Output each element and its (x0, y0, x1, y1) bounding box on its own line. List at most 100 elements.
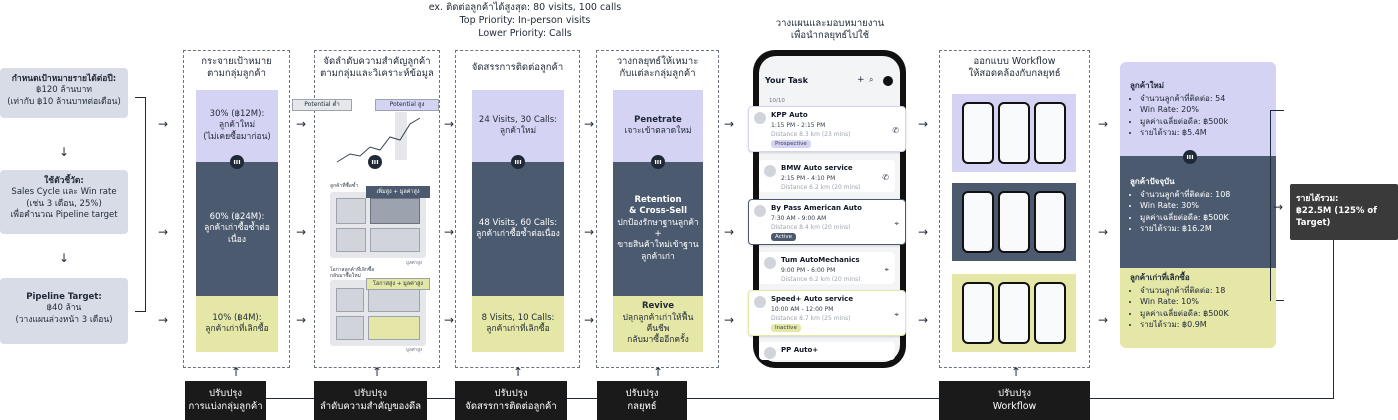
workflow-new-customers (952, 94, 1076, 172)
right-arrow-icon: → (1098, 117, 1109, 131)
card-cell (370, 198, 420, 224)
card-cell (336, 288, 364, 312)
right-arrow-icon: → (444, 313, 455, 327)
connector-line (145, 97, 146, 312)
avatar[interactable] (883, 76, 893, 86)
trend-line (336, 117, 421, 163)
add-icon[interactable]: + (857, 75, 865, 85)
column-workflow (939, 50, 1090, 368)
column-title: จัดสรรการติดต่อลูกค้า (471, 62, 564, 73)
task-card[interactable]: KPP Auto 1:15 PM - 2:15 PM Distance 8.3 … (748, 106, 906, 152)
app-title: Your Task (765, 76, 808, 85)
workflow-screen (962, 102, 994, 164)
task-card[interactable]: Speed+ Auto service 10:00 AM - 12:00 PM … (748, 290, 906, 336)
phone-call-icon[interactable]: ✆ (882, 173, 889, 182)
improve-segmentation-button[interactable]: ปรับปรุง การแบ่งกลุ่มลูกค้า (185, 381, 266, 420)
right-arrow-icon: → (1273, 200, 1284, 214)
phone-call-icon[interactable]: ✆ (892, 126, 899, 135)
up-arrow-icon: ↑ (653, 365, 664, 379)
workflow-screen (998, 191, 1030, 253)
up-arrow-icon: ↑ (372, 365, 383, 379)
improve-contact-allocation-button[interactable]: ปรับปรุง จัดสรรการติดต่อลูกค้า (455, 381, 567, 420)
task-card[interactable]: By Pass American Auto 7:30 AM - 9:00 AM … (748, 199, 906, 245)
task-card[interactable]: PP Auto+ (759, 342, 895, 360)
right-arrow-icon: → (918, 313, 929, 327)
right-arrow-icon: → (584, 117, 595, 131)
card-cell (336, 198, 366, 224)
segment-new-customers: 24 Visits, 30 Calls: ลูกค้าใหม่ (472, 90, 564, 162)
feedback-loop-line (427, 398, 455, 399)
right-arrow-icon: → (158, 117, 169, 131)
right-arrow-icon: → (296, 313, 307, 327)
result-new-customers: ลูกค้าใหม่ จำนวนลูกค้าที่ติดต่อ: 54 Win … (1120, 62, 1276, 156)
right-arrow-icon: → (724, 225, 735, 239)
input-box-pipeline-target: Pipeline Target: ฿40 ล้าน (วางแผนล่วงหน้… (0, 278, 128, 344)
column-target-distribution (183, 50, 290, 368)
brand-logo-icon: ııı (511, 155, 525, 169)
tag-increase-high-value: เพิ่มสูง + มูลค่าสูง (366, 186, 430, 198)
location-pin-icon[interactable]: ⌖ (894, 219, 899, 228)
segment-lapsed-customers: 8 Visits, 10 Calls: ลูกค้าเก่าที่เลิกซื้… (472, 296, 564, 352)
column-title: ออกแบบ Workflow ให้สอดคล้องกับกลยุทธ์ (968, 56, 1061, 80)
workflow-screen (1034, 282, 1066, 344)
right-arrow-icon: → (1098, 225, 1109, 239)
brand-logo-icon: ııı (651, 155, 665, 169)
segment-penetrate: Penetrate เจาะเข้าตลาดใหม่ (613, 90, 703, 162)
right-arrow-icon: → (296, 117, 307, 131)
right-arrow-icon: → (444, 225, 455, 239)
top-note: ex. ติดต่อลูกค้าได้สูงสุด: 80 visits, 10… (405, 2, 645, 40)
repeat-customer-card: ลูกค้าที่ซื้อซ้ำ เพิ่มสูง + มูลค่าสูง มู… (326, 182, 430, 266)
task-icon (764, 257, 776, 269)
card-cell (370, 228, 420, 252)
column-title: กระจายเป้าหมาย ตามกลุ่มลูกค้า (201, 56, 272, 80)
status-badge: Prospective (771, 139, 811, 148)
status-badge: Inactive (771, 323, 801, 332)
improve-workflow-button[interactable]: ปรับปรุง Workflow (939, 381, 1090, 420)
right-arrow-icon: → (918, 117, 929, 131)
up-arrow-icon: ↑ (1011, 365, 1022, 379)
card-cell (336, 228, 366, 252)
feedback-loop-line (567, 398, 597, 399)
location-pin-icon[interactable]: ⌖ (894, 310, 899, 319)
card-cell (368, 288, 420, 312)
result-lapsed-customers: ลูกค้าเก่าที่เลิกซื้อ จำนวนลูกค้าที่ติดต… (1120, 268, 1276, 348)
improve-deal-priority-button[interactable]: ปรับปรุง ลำดับความสำคัญของดีล (314, 381, 427, 420)
card-cell (336, 316, 364, 340)
segment-repeat-customers: 48 Visits, 60 Calls: ลูกค้าเก่าซื้อซ้ำต่… (472, 162, 564, 296)
right-arrow-icon: → (158, 313, 169, 327)
right-arrow-icon: → (444, 117, 455, 131)
feedback-loop-line (1090, 398, 1333, 399)
potential-high-tag: Potential สูง (375, 99, 439, 111)
feedback-loop-line (266, 398, 314, 399)
connector-line (135, 97, 145, 98)
input-box-annual-target: กำหนดเป้าหมายรายได้ต่อปี: ฿120 ล้านบาท (… (0, 68, 128, 118)
segment-retention-cross-sell: Retention & Cross-Sell ปกป้องรักษาฐานลูก… (613, 162, 703, 296)
connector-line (1270, 110, 1271, 301)
search-icon[interactable]: ⌕ (869, 75, 874, 84)
status-badge: Active (771, 232, 797, 241)
result-current-customers: ลูกค้าปัจจุบัน จำนวนลูกค้าที่ติดต่อ: 108… (1120, 156, 1276, 268)
right-arrow-icon: → (158, 225, 169, 239)
column-strategy (596, 50, 719, 368)
brand-logo-icon: ııı (230, 155, 244, 169)
total-revenue-box: รายได้รวม: ฿22.5M (125% of Target) (1290, 184, 1398, 240)
connector-line (1276, 300, 1284, 301)
card-cell (368, 316, 420, 340)
workflow-screen (1034, 102, 1066, 164)
task-card[interactable]: BMW Auto service 2:15 PM - 4:10 PM Dista… (759, 160, 895, 192)
workflow-screen (962, 282, 994, 344)
down-arrow-icon: ↓ (59, 251, 70, 265)
right-arrow-icon: → (296, 225, 307, 239)
segment-lapsed-customers: 10% (฿4M): ลูกค้าเก่าที่เลิกซื้อ (196, 296, 278, 352)
date-label: 10/10 (769, 98, 785, 104)
workflow-screen (998, 102, 1030, 164)
location-pin-icon[interactable]: ⌖ (884, 265, 889, 274)
task-card[interactable]: Tum AutoMechanics 9:00 PM - 6:00 PM Dist… (759, 252, 895, 284)
top-note-line: ex. ติดต่อลูกค้าได้สูงสุด: 80 visits, 10… (428, 2, 622, 13)
workflow-repeat-customers (952, 183, 1076, 261)
connector-line (1270, 110, 1284, 111)
improve-strategy-button[interactable]: ปรับปรุง กลยุทธ์ (597, 381, 687, 420)
potential-trend-chart (336, 112, 421, 163)
column-title: วางกลยุทธ์ให้เหมาะ กับแต่ละกลุ่มลูกค้า (616, 56, 699, 80)
top-note-line: Lower Priority: Calls (478, 27, 572, 39)
